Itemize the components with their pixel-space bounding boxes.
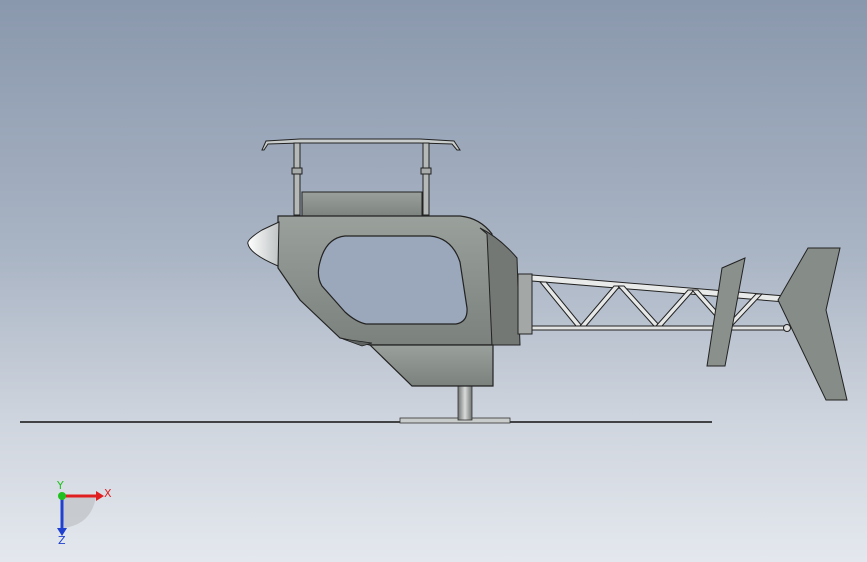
y-axis-label: Y bbox=[56, 480, 64, 492]
stand-pole bbox=[457, 385, 473, 421]
vertical-fin bbox=[777, 247, 848, 401]
x-axis-label: X bbox=[104, 487, 112, 500]
z-axis-arrow bbox=[57, 528, 67, 536]
x-axis-arrow bbox=[96, 491, 104, 501]
horizontal-stabilizer bbox=[706, 257, 746, 367]
canopy-top bbox=[301, 191, 423, 219]
tail-truss bbox=[531, 274, 791, 332]
z-axis-label: Z bbox=[58, 534, 66, 547]
fuselage-rear-panel bbox=[479, 227, 521, 346]
y-axis-dot bbox=[58, 492, 66, 500]
triad-shadow bbox=[62, 496, 96, 528]
lower-body bbox=[368, 344, 494, 387]
boom-mount bbox=[517, 273, 533, 335]
lower-lip bbox=[342, 338, 373, 347]
stand-base bbox=[399, 417, 511, 424]
nose-cone bbox=[247, 221, 280, 267]
canopy-window bbox=[317, 235, 468, 325]
flybar-assembly bbox=[261, 138, 461, 216]
orientation-triad[interactable]: X Z Y bbox=[40, 480, 120, 550]
